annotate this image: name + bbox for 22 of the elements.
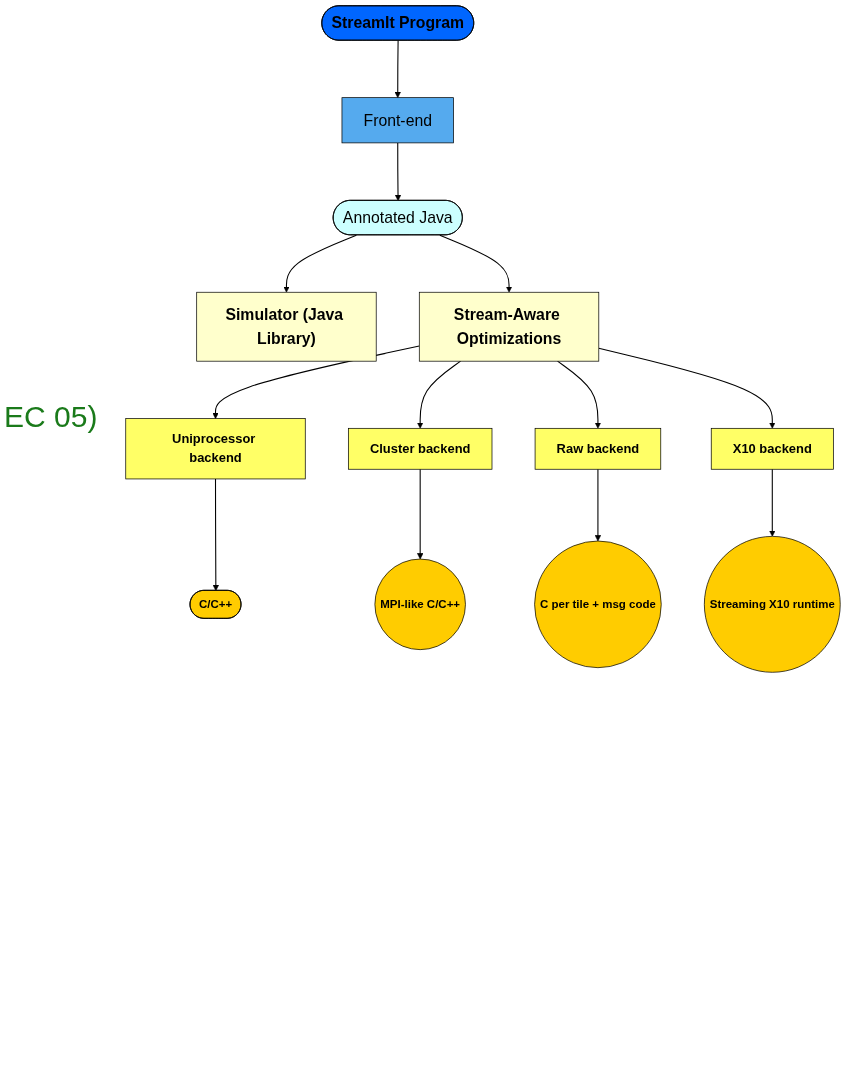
arrow [557,360,602,429]
arrow [598,347,776,429]
node-box: Simulator (Java Library) [196,291,377,362]
node-box: Stream-Aware Optimizations [418,291,600,362]
node-box: Raw backend [534,427,662,470]
arrow [394,142,402,201]
node-box: X10 backend [710,427,834,470]
node-box: Cluster backend [348,427,493,470]
note-text: EC 05) [4,400,99,434]
arrow [417,360,462,429]
node-box: Front-end [341,97,454,144]
node-box: Uniprocessor backend [125,418,306,480]
arrow [594,468,602,542]
arrow [283,234,357,293]
arrow [769,468,776,537]
arrow [417,468,424,560]
node-circle: MPI-like C/C++ [374,558,466,650]
node-circle: Streaming X10 runtime [704,536,841,673]
node-circle: C per tile + msg code [534,540,662,669]
arrow [212,478,219,591]
arrow [394,40,401,98]
arrow [439,234,513,293]
